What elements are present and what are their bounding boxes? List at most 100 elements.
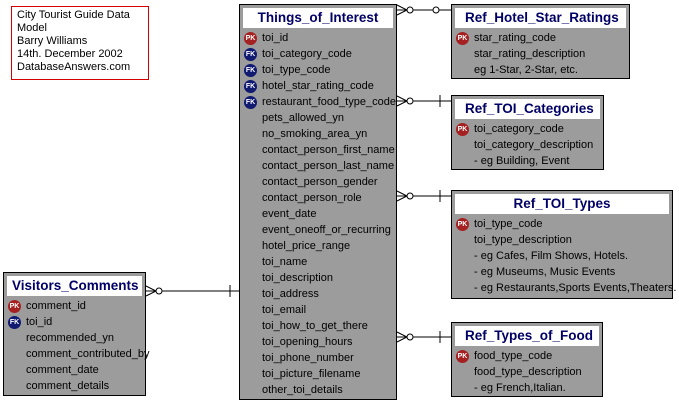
optional-circle-icon <box>406 6 414 14</box>
attribute-name: comment_date <box>26 364 99 376</box>
attribute-name: other_toi_details <box>262 384 343 396</box>
attribute-name: toi_type_code <box>474 218 543 230</box>
attribute-row: PK star_rating_code <box>452 30 629 46</box>
attribute-name: toi_address <box>262 288 319 300</box>
note-line: 14th. December 2002 <box>17 48 123 60</box>
attribute-row: contact_person_last_name <box>240 158 396 174</box>
attribute-row: - eg Restaurants,Sports Events,Theaters. <box>452 280 676 296</box>
note-line: City Tourist Guide Data <box>17 9 130 21</box>
attribute-name: contact_person_gender <box>262 176 378 188</box>
attribute-name: contact_person_role <box>262 192 362 204</box>
entity-title: Visitors_Comments <box>7 276 142 296</box>
attribute-name: event_oneoff_or_recurring <box>262 224 391 236</box>
attribute-name: star_rating_code <box>474 32 556 44</box>
attribute-name: - eg French,Italian. <box>474 382 566 394</box>
attribute-row: toi_description <box>240 270 396 286</box>
note-line: Model <box>17 22 47 34</box>
attribute-name: food_type_description <box>474 366 582 378</box>
attribute-row: - eg Museums, Music Events <box>452 264 672 280</box>
attribute-name: comment_details <box>26 380 110 392</box>
attribute-name: - eg Museums, Music Events <box>474 266 616 278</box>
entity-title: Ref_TOI_Types <box>455 194 669 214</box>
primary-key-icon: PK <box>456 123 469 136</box>
attribute-row: toi_picture_filename <box>240 366 396 382</box>
attribute-name: hotel_star_rating_code <box>262 80 374 92</box>
attribute-row: hotel_price_range <box>240 238 396 254</box>
attribute-row: contact_person_role <box>240 190 396 206</box>
attribute-row: star_rating_description <box>452 46 629 62</box>
foreign-key-icon: FK <box>244 64 257 77</box>
note-line: Barry Williams <box>17 35 88 47</box>
attribute-name: comment_contributed_by <box>26 348 150 360</box>
attribute-row: FK toi_type_code <box>240 62 396 78</box>
attribute-name: toi_category_code <box>474 123 564 135</box>
attribute-name: contact_person_last_name <box>262 160 395 172</box>
attribute-name: - eg Building, Event <box>474 155 570 167</box>
entity-ref-toi-types[interactable]: Ref_TOI_Types PK toi_type_code toi_type_de… <box>451 190 676 299</box>
attribute-row: event_date <box>240 206 396 222</box>
attribute-name: pets_allowed_yn <box>262 112 344 124</box>
attribute-name: toi_category_description <box>474 139 594 151</box>
attribute-row: PK toi_category_code <box>452 121 603 137</box>
attribute-row: comment_contributed_by <box>4 346 150 362</box>
attribute-name: comment_id <box>26 300 86 312</box>
attribute-row: comment_date <box>4 362 145 378</box>
attribute-row: - eg Building, Event <box>452 153 603 169</box>
attribute-row: recommended_yn <box>4 330 145 346</box>
entity-title: Ref_Hotel_Star_Ratings <box>455 8 626 28</box>
attribute-name: restaurant_food_type_code <box>262 96 396 108</box>
attribute-row: contact_person_gender <box>240 174 396 190</box>
attribute-row: PK toi_type_code <box>452 216 672 232</box>
attribute-row: pets_allowed_yn <box>240 110 396 126</box>
attribute-row: toi_category_description <box>452 137 603 153</box>
optional-circle-icon <box>155 287 163 295</box>
attribute-row: food_type_description <box>452 364 602 380</box>
attribute-name: - eg Cafes, Film Shows, Hotels. <box>474 250 629 262</box>
attribute-row: other_toi_details <box>240 382 396 398</box>
note-line: DatabaseAnswers.com <box>17 61 131 73</box>
optional-circle-icon <box>406 192 414 200</box>
attribute-name: toi_type_code <box>262 64 331 76</box>
attribute-name: toi_email <box>262 304 307 316</box>
entity-ref-hotel-star-ratings[interactable]: Ref_Hotel_Star_Ratings PK star_rating_cod… <box>451 4 630 79</box>
attribute-row: - eg Cafes, Film Shows, Hotels. <box>452 248 672 264</box>
attribute-row: no_smoking_area_yn <box>240 126 396 142</box>
attribute-name: event_date <box>262 208 317 220</box>
attribute-name: - eg Restaurants,Sports Events,Theaters. <box>474 282 677 294</box>
attribute-row: event_oneoff_or_recurring <box>240 222 396 238</box>
attribute-name: no_smoking_area_yn <box>262 128 368 140</box>
diagram-info-note: City Tourist Guide Data Model Barry Will… <box>11 6 149 80</box>
attribute-name: toi_category_code <box>262 48 352 60</box>
foreign-key-icon: FK <box>244 96 257 109</box>
entity-title: Things_of_Interest <box>243 8 393 28</box>
entity-title: Ref_TOI_Categories <box>455 99 600 119</box>
primary-key-icon: PK <box>8 300 21 313</box>
optional-circle-icon <box>406 333 414 341</box>
foreign-key-icon: FK <box>8 316 21 329</box>
primary-key-icon: PK <box>456 218 469 231</box>
attribute-name: toi_description <box>262 272 333 284</box>
attribute-row: FK restaurant_food_type_code <box>240 94 396 110</box>
attribute-name: recommended_yn <box>26 332 115 344</box>
optional-circle-icon <box>406 97 414 105</box>
attribute-row: toi_how_to_get_there <box>240 318 396 334</box>
primary-key-icon: PK <box>456 32 469 45</box>
attribute-row: toi_phone_number <box>240 350 396 366</box>
attribute-name: toi_how_to_get_there <box>262 320 368 332</box>
attribute-row: toi_opening_hours <box>240 334 396 350</box>
attribute-name: toi_id <box>262 32 289 44</box>
optional-circle-icon <box>432 6 440 14</box>
attribute-name: toi_name <box>262 256 308 268</box>
attribute-name: hotel_price_range <box>262 240 351 252</box>
attribute-name: toi_type_description <box>474 234 572 246</box>
attribute-row: contact_person_first_name <box>240 142 396 158</box>
